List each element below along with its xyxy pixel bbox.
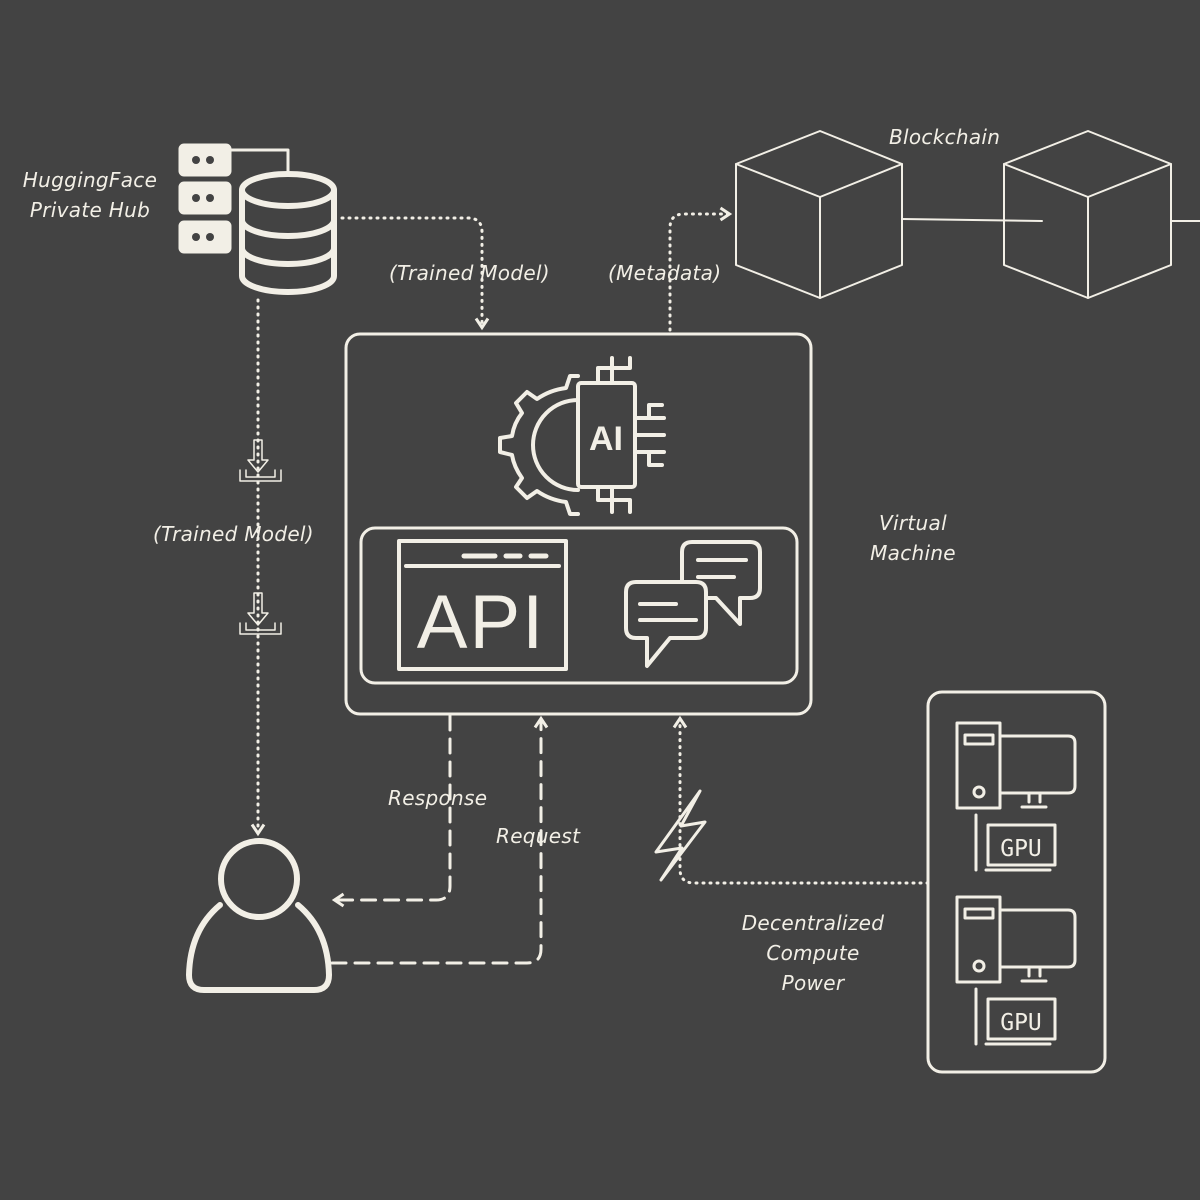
blockchain-block-1: [735, 130, 903, 299]
trained-model-label-side: (Trained Model): [153, 522, 314, 546]
download-arrow-icon: [239, 439, 282, 482]
chat-bubbles-icon: [624, 540, 762, 668]
workstation-icon: [955, 721, 1077, 872]
blockchain-block-2: [1003, 130, 1172, 299]
server-rack-icon: [178, 143, 290, 254]
service-panel: [359, 526, 799, 685]
compute-connector: [672, 715, 930, 885]
metadata-label: (Metadata): [608, 261, 722, 285]
compute-label-line1: Decentralized: [741, 911, 885, 935]
compute-label-line2: Compute: [766, 941, 860, 965]
gpu-label-1: GPU: [1000, 836, 1042, 862]
hub-label: HuggingFace Private Hub: [10, 165, 170, 225]
response-connector: [331, 714, 452, 908]
gpu-label-2: GPU: [1000, 1010, 1042, 1036]
metadata-connector: [668, 206, 733, 332]
ai-chip-gear-icon: [498, 356, 666, 516]
request-label: Request: [496, 824, 581, 848]
response-label: Response: [388, 786, 488, 810]
download-arrow-icon: [239, 592, 282, 635]
database-icon: [239, 171, 337, 295]
compute-label: Decentralized Compute Power: [718, 908, 908, 998]
trained-model-connector-top: [340, 216, 490, 331]
virtual-machine-label: Virtual Machine: [843, 508, 983, 568]
vm-label-line2: Machine: [870, 541, 956, 565]
ai-chip-label: AI: [589, 420, 623, 458]
virtual-machine-box: [344, 332, 813, 716]
blockchain-label: Blockchain: [889, 125, 1001, 149]
user-icon: [186, 838, 332, 993]
hub-label-line2: Private Hub: [29, 198, 151, 222]
hub-label-line1: HuggingFace: [22, 168, 158, 192]
chain-link: [901, 218, 1043, 222]
lightning-icon: [654, 789, 707, 882]
request-connector: [330, 715, 549, 965]
trained-model-label-top: (Trained Model): [389, 261, 550, 285]
api-window-icon: [397, 539, 568, 671]
compute-label-line3: Power: [781, 971, 845, 995]
api-label: API: [417, 580, 546, 665]
workstation-icon: [955, 895, 1077, 1046]
vm-label-line1: Virtual: [879, 511, 947, 535]
compute-box: [926, 690, 1107, 1074]
